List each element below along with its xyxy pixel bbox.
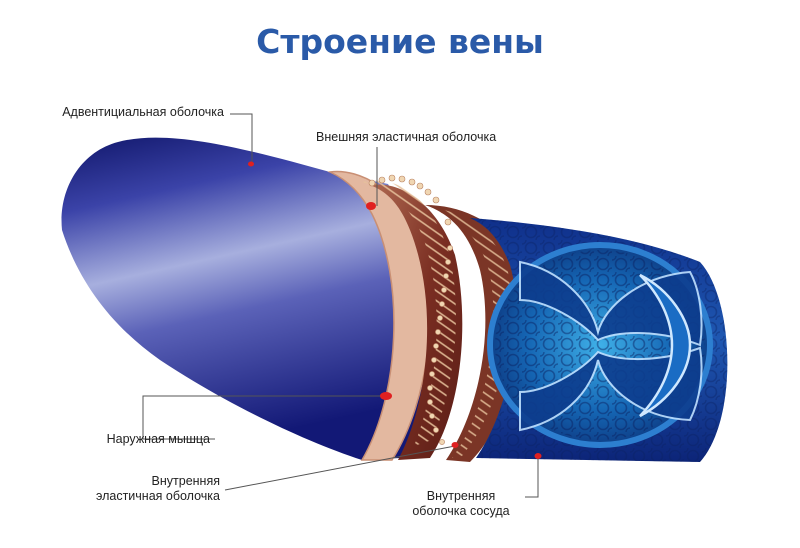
valve-cusp-lower bbox=[519, 346, 703, 432]
marker-muscle bbox=[380, 392, 392, 400]
leader-lines bbox=[142, 113, 539, 498]
adventitia-layer bbox=[61, 137, 426, 460]
leader-inner-elastic bbox=[224, 445, 456, 491]
inner-elastic-fibers bbox=[430, 208, 511, 458]
outer-elastic-fibers bbox=[362, 180, 456, 446]
page-title: Строение вены bbox=[256, 22, 544, 61]
label-intima: Внутренняя оболочка сосуда bbox=[396, 489, 526, 519]
label-adventitia: Адвентициальная оболочка bbox=[24, 105, 224, 120]
leader-adventitia bbox=[230, 113, 253, 163]
marker-adventitia bbox=[248, 161, 254, 167]
label-inner-elastic-line1: Внутренняя bbox=[151, 474, 220, 488]
label-inner-elastic-line2: эластичная оболочка bbox=[95, 489, 220, 503]
label-muscle: Наружная мышца bbox=[40, 432, 210, 447]
label-markers bbox=[248, 161, 542, 459]
label-outer-elastic-text: Внешняя эластичная оболочка bbox=[316, 130, 497, 144]
marker-inner-elastic bbox=[451, 442, 459, 448]
label-inner-elastic: Внутренняя эластичная оболочка bbox=[40, 474, 220, 504]
marker-intima bbox=[534, 453, 542, 459]
leader-muscle bbox=[142, 395, 385, 440]
label-outer-elastic: Внешняя эластичная оболочка bbox=[316, 130, 496, 145]
label-intima-line1: Внутренняя bbox=[426, 489, 496, 503]
fiber-bead-row-inner bbox=[427, 245, 453, 445]
label-adventitia-text: Адвентициальная оболочка bbox=[62, 105, 224, 119]
marker-outer-elastic bbox=[366, 202, 376, 210]
label-intima-line2: оболочка сосуда bbox=[412, 504, 510, 518]
valve-crescent-right bbox=[639, 273, 692, 418]
label-muscle-text: Наружная мышца bbox=[106, 432, 210, 446]
valve-cusp-upper bbox=[519, 260, 703, 347]
leader-intima bbox=[525, 458, 539, 498]
